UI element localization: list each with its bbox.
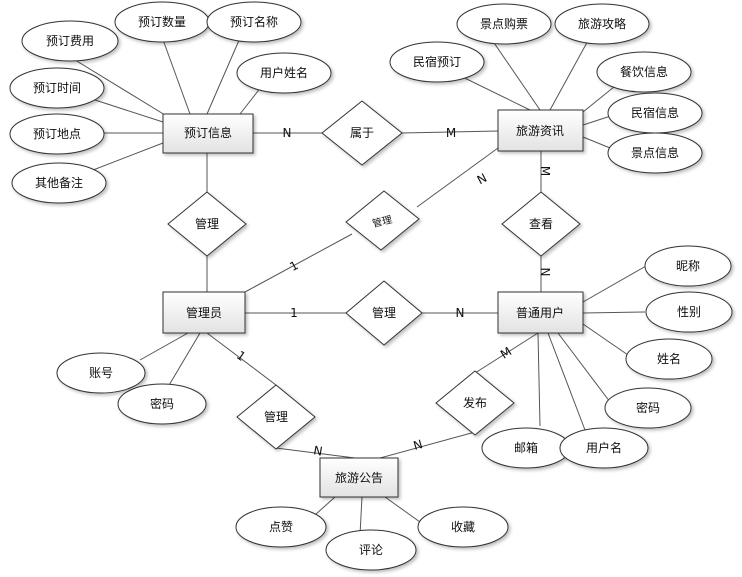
attr-admin-account: 账号 (56, 352, 146, 394)
svg-text:普通用户: 普通用户 (516, 305, 564, 320)
svg-text:预订名称: 预订名称 (230, 14, 278, 29)
attr-notice-favorite: 收藏 (417, 506, 509, 548)
attr-booking-fee: 预订费用 (21, 20, 119, 62)
attr-travel-guide: 旅游攻略 (554, 3, 650, 45)
svg-text:旅游资讯: 旅游资讯 (516, 124, 564, 138)
entity-admin: 管理员 (162, 291, 246, 334)
attr-user-username: 用户名 (559, 427, 649, 469)
attr-travel-homestay-booking: 民宿预订 (389, 41, 485, 83)
svg-text:用户名: 用户名 (586, 440, 622, 455)
rel-manage-booking: 管理 (167, 191, 247, 257)
rel-manage-notice: 管理 (236, 384, 316, 450)
svg-text:预订费用: 预订费用 (46, 34, 94, 48)
svg-text:管理员: 管理员 (186, 305, 222, 320)
svg-text:景点购票: 景点购票 (480, 16, 528, 31)
svg-text:旅游公告: 旅游公告 (335, 471, 383, 485)
attr-user-email: 邮箱 (481, 427, 571, 469)
attributes: 预订费用 预订数量 预订名称 预订时间 用户姓名 预订地点 其他备注 景点购 (9, 1, 733, 571)
svg-text:评论: 评论 (359, 543, 383, 557)
svg-text:预订数量: 预订数量 (138, 14, 186, 29)
svg-text:点赞: 点赞 (269, 520, 293, 534)
svg-text:管理: 管理 (264, 409, 288, 424)
svg-text:管理: 管理 (372, 305, 396, 320)
attr-booking-place: 预订地点 (9, 113, 105, 155)
svg-text:管理: 管理 (195, 216, 219, 231)
svg-text:邮箱: 邮箱 (514, 440, 538, 455)
entities: 预订信息 旅游资讯 管理员 普通用户 旅游公告 (162, 109, 584, 498)
rel-manage-user: 管理 (345, 280, 423, 346)
svg-text:账号: 账号 (89, 366, 113, 380)
svg-text:收藏: 收藏 (451, 520, 475, 534)
card-user-publish: M (498, 344, 514, 361)
svg-text:旅游攻略: 旅游攻略 (578, 16, 626, 31)
svg-text:昵称: 昵称 (676, 259, 700, 273)
card-user-view: N (538, 268, 552, 277)
svg-text:预订地点: 预订地点 (33, 127, 81, 141)
attr-user-nickname: 昵称 (644, 245, 732, 287)
svg-text:民宿信息: 民宿信息 (631, 105, 679, 120)
card-admin-manage-travel: 1 (287, 258, 300, 274)
svg-text:属于: 属于 (350, 126, 374, 140)
card-admin-manage-notice: 1 (234, 348, 248, 364)
card-travel-view: M (538, 166, 552, 176)
attr-notice-comment: 评论 (325, 529, 417, 571)
svg-text:其他备注: 其他备注 (35, 175, 83, 190)
card-notice-manage-notice: N (312, 443, 323, 458)
attr-booking-time: 预订时间 (9, 67, 105, 109)
entity-user: 普通用户 (497, 291, 584, 334)
attr-booking-name: 预订名称 (206, 1, 302, 43)
rel-view: 查看 (501, 191, 581, 257)
card-admin-manage-user: 1 (290, 306, 298, 320)
attr-booking-username: 用户姓名 (236, 52, 332, 94)
attr-booking-note: 其他备注 (11, 162, 107, 204)
card-travel-manage-travel: N (475, 171, 490, 188)
attr-admin-password: 密码 (117, 383, 207, 425)
svg-text:姓名: 姓名 (657, 351, 681, 366)
attr-travel-scenic-info: 景点信息 (607, 132, 703, 174)
svg-text:性别: 性别 (677, 305, 701, 319)
entity-booking-info: 预订信息 (162, 113, 254, 154)
attr-booking-qty: 预订数量 (114, 1, 210, 43)
svg-text:查看: 查看 (529, 217, 553, 231)
card-user-manage-user: N (456, 306, 465, 320)
svg-text:预订时间: 预订时间 (33, 81, 81, 95)
relationships: 属于 管理 管理 查看 管理 管理 发布 (167, 100, 581, 450)
attr-notice-like: 点赞 (235, 506, 327, 548)
card-travel-belongs: M (446, 126, 456, 140)
entity-notice: 旅游公告 (319, 457, 399, 498)
rel-publish: 发布 (435, 370, 515, 436)
card-booking-belongs: N (283, 126, 292, 140)
rel-manage-travel: 管理 (345, 190, 420, 251)
svg-text:餐饮信息: 餐饮信息 (620, 64, 668, 79)
svg-text:预订信息: 预订信息 (184, 125, 232, 140)
attr-travel-ticket: 景点购票 (456, 3, 552, 45)
attr-travel-homestay-info: 民宿信息 (607, 92, 703, 134)
svg-text:用户姓名: 用户姓名 (260, 65, 308, 80)
attr-user-realname: 姓名 (625, 338, 713, 380)
entity-travel-info: 旅游资讯 (497, 109, 584, 152)
svg-text:密码: 密码 (150, 396, 174, 411)
card-notice-publish: N (412, 437, 424, 453)
svg-text:发布: 发布 (463, 395, 487, 410)
svg-text:民宿预订: 民宿预订 (413, 54, 461, 69)
svg-text:密码: 密码 (636, 400, 660, 415)
attr-user-gender: 性别 (645, 291, 733, 333)
attr-user-password: 密码 (604, 387, 692, 429)
rel-belongs: 属于 (321, 100, 403, 166)
svg-text:景点信息: 景点信息 (631, 145, 679, 160)
attr-travel-food: 餐饮信息 (596, 51, 692, 93)
